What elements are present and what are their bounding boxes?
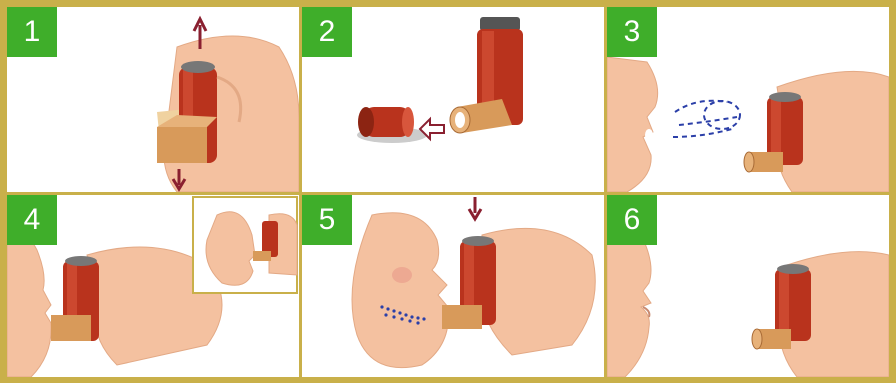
step-panel-2: 2: [302, 7, 604, 192]
step-number-badge: 1: [7, 7, 57, 57]
step-number-badge: 4: [7, 195, 57, 245]
step-number-badge: 5: [302, 195, 352, 245]
step-number-badge: 6: [607, 195, 657, 245]
step-panel-1: 1: [7, 7, 299, 192]
step-panel-3: 3: [607, 7, 889, 192]
step-panel-6: 6: [607, 195, 889, 377]
step-number-badge: 3: [607, 7, 657, 57]
step-panel-5: 5: [302, 195, 604, 377]
step-panel-4: 4: [7, 195, 299, 377]
step-number-badge: 2: [302, 7, 352, 57]
